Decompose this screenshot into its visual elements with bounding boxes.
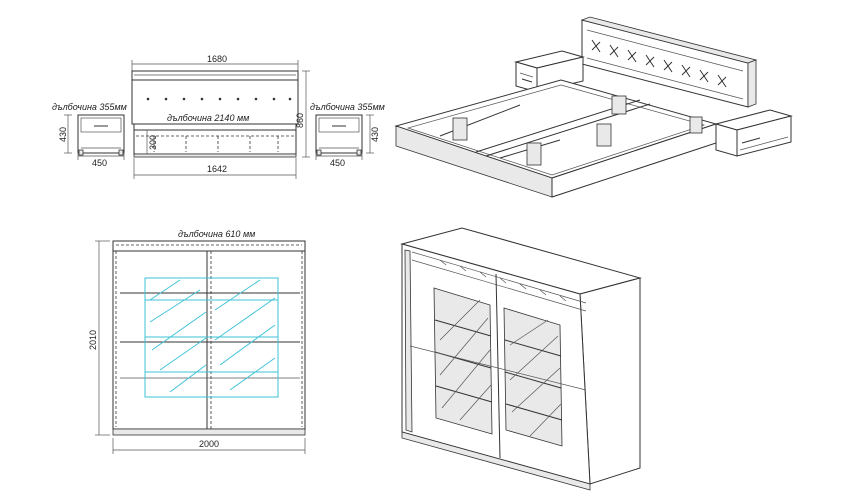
bed-iso-support-1 [452, 117, 468, 141]
bed-iso-support-2 [526, 142, 542, 166]
nightstand-left-width: 450 [92, 158, 107, 168]
wardrobe-iso-cornice-hatch [439, 259, 567, 302]
bed-mattress-height: 300 [148, 135, 158, 150]
nightstand-left-body [77, 114, 125, 154]
bed-iso-support-5 [689, 116, 703, 134]
bed-iso-headboard-crosses [591, 39, 727, 88]
headboard-buttons [146, 97, 292, 101]
nightstand-left-drawer [80, 117, 122, 133]
wardrobe-top-cornice [112, 240, 306, 252]
bed-frame-front [133, 129, 297, 155]
wardrobe-plinth [112, 428, 306, 436]
bed-isometric-view [394, 16, 793, 198]
nightstand-right-body [315, 114, 363, 154]
nightstand-right-width: 450 [330, 158, 345, 168]
bed-headboard-top-rail [131, 70, 299, 81]
wardrobe-height: 2010 [88, 330, 98, 350]
bed-depth-label: дълбочина 2140 мм [167, 113, 249, 123]
wardrobe-isometric-view [400, 227, 642, 491]
nightstand-right-depth-label: дълбочина 355мм [310, 102, 385, 112]
nightstand-left-height: 430 [58, 127, 68, 142]
nightstand-left-depth-label: дълбочина 355мм [52, 102, 127, 112]
wardrobe-mirror-insert [144, 277, 279, 398]
bed-front-view: 1680 дълбочина 2140 мм 300 1642 8 [131, 54, 310, 179]
bed-iso-frame-top [394, 79, 718, 179]
wardrobe-depth-label: дълбочина 610 мм [178, 229, 255, 239]
bed-width-top: 1680 [207, 54, 227, 64]
nightstand-right-height: 430 [370, 127, 380, 142]
wardrobe-iso-side [579, 277, 641, 485]
wardrobe-width: 2000 [199, 439, 219, 449]
wardrobe-front-view: дълбочина 610 мм [88, 229, 306, 454]
nightstand-left-front: дълбочина 355мм 430 450 [52, 102, 127, 168]
bed-iso-support-4 [611, 95, 627, 115]
bed-width-bottom: 1642 [207, 164, 227, 174]
bed-iso-support-3 [596, 123, 612, 147]
wardrobe-iso-left-mirror [433, 287, 493, 435]
bed-height: 860 [295, 113, 305, 128]
nightstand-right-front: дълбочина 355мм 430 450 [310, 102, 385, 168]
